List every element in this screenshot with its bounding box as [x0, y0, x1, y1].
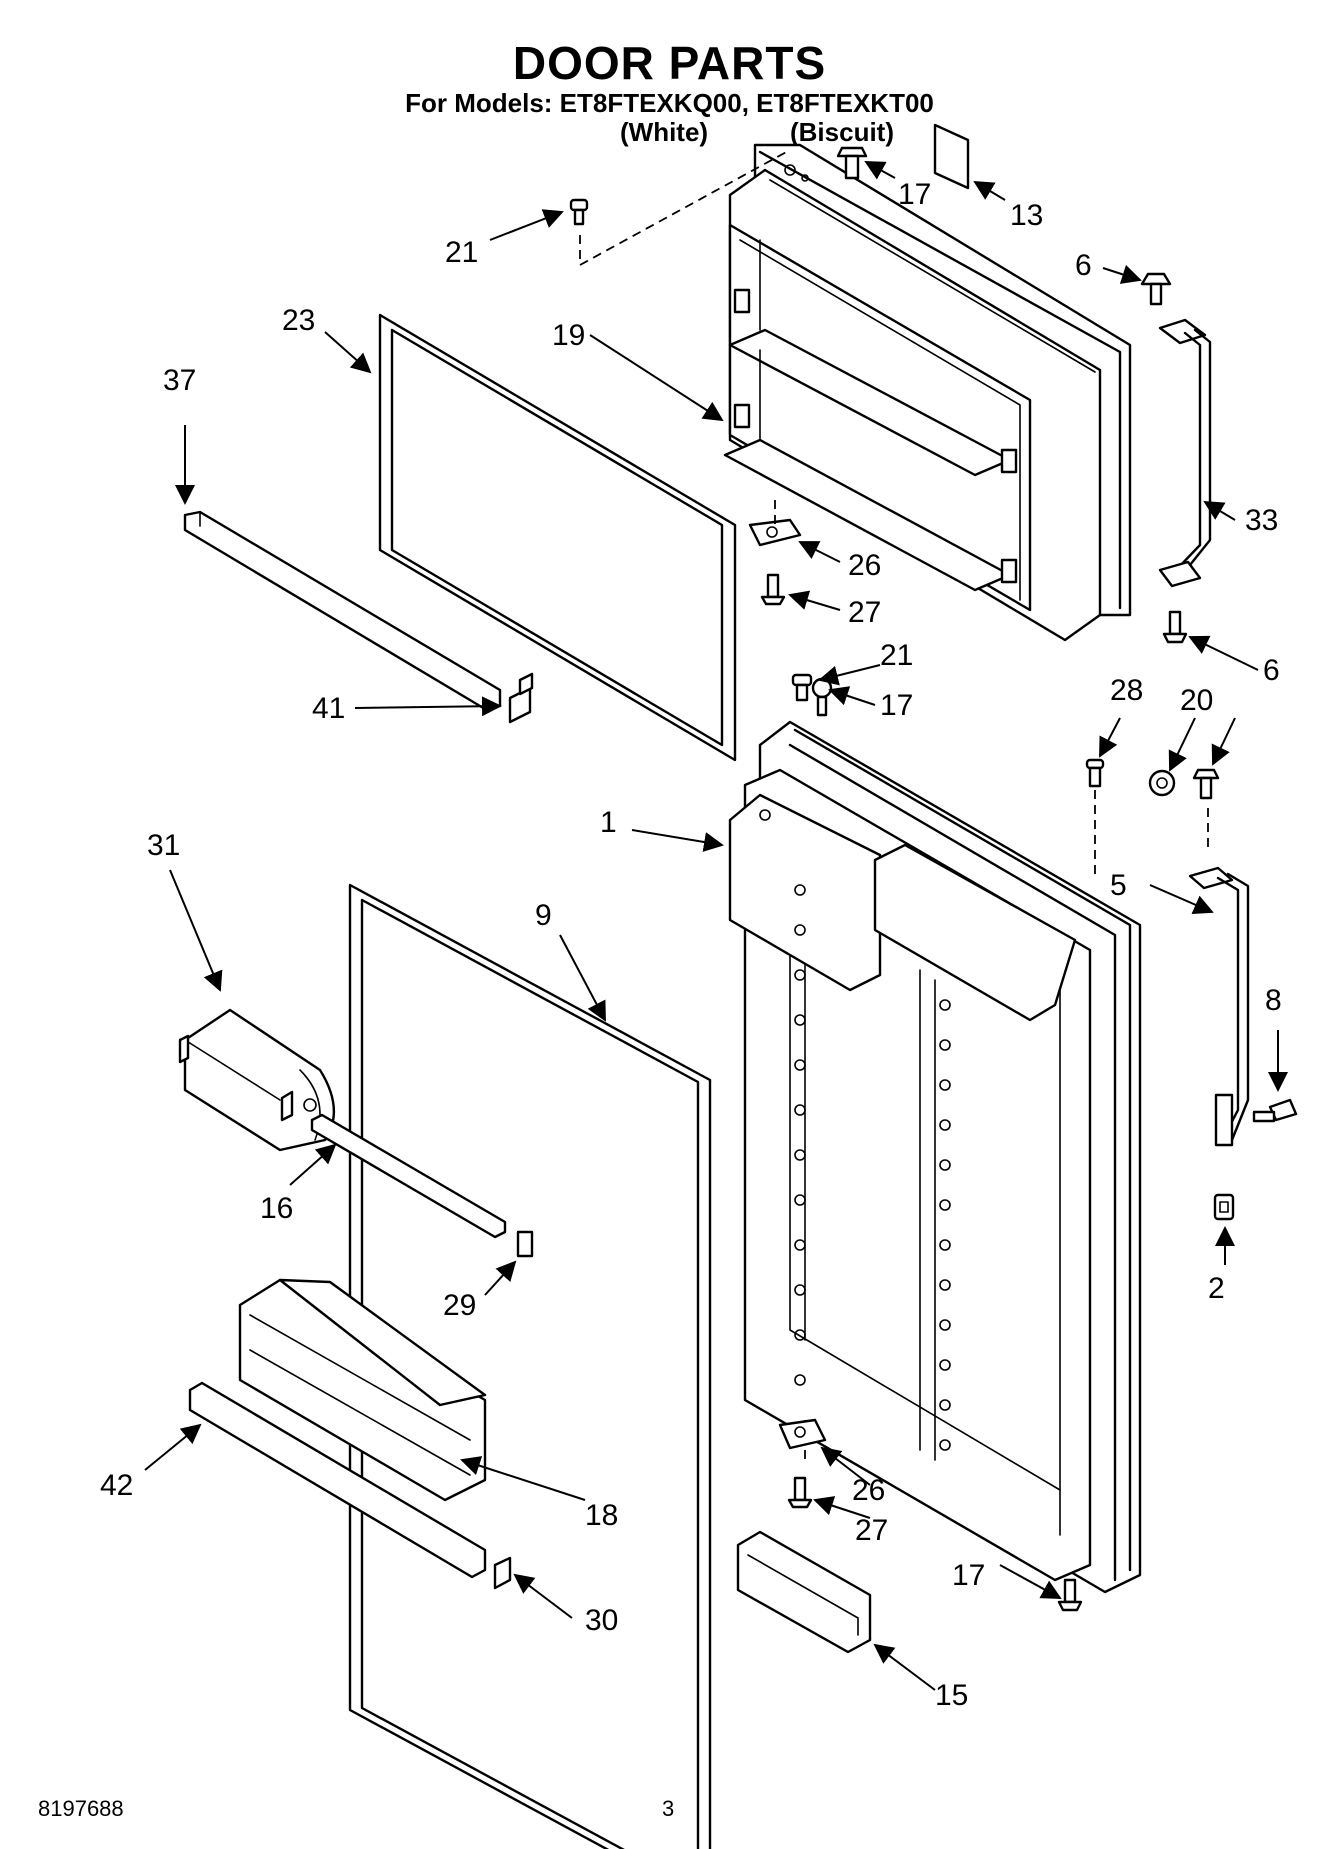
- callout-37: 37: [163, 364, 196, 397]
- clip-30: [493, 1556, 512, 1590]
- models-line: For Models: ET8FTEXKQ00, ET8FTEXKT00: [405, 88, 934, 118]
- callout-23: 23: [282, 304, 315, 337]
- screw-6-top: [1140, 272, 1172, 306]
- callout-21-upper: 21: [445, 236, 478, 269]
- callout-6-bottom: 6: [1263, 654, 1280, 687]
- callout-13: 13: [1010, 199, 1043, 232]
- callout-5: 5: [1110, 869, 1127, 902]
- callout-27-lower: 27: [855, 1514, 888, 1547]
- variant-white: (White): [620, 117, 709, 147]
- callout-27-upper: 27: [848, 596, 881, 629]
- callout-19: 19: [552, 319, 585, 352]
- callout-20: 20: [1180, 684, 1213, 717]
- screw-27-upper: [760, 573, 786, 606]
- callout-9: 9: [535, 899, 552, 932]
- callout-30: 30: [585, 1604, 618, 1637]
- door-shelf-pegs: [794, 884, 951, 1451]
- freezer-door-19: [723, 143, 1132, 642]
- document-number: 8197688: [38, 1796, 124, 1821]
- freezer-handle-33: [1158, 318, 1212, 588]
- callout-6-top: 6: [1075, 249, 1092, 282]
- clip-2: [1213, 1193, 1235, 1221]
- callout-16: 16: [260, 1192, 293, 1225]
- screw-17-upper: [836, 146, 868, 180]
- callout-15: 15: [935, 1679, 968, 1712]
- callout-26-lower: 26: [852, 1474, 885, 1507]
- leader-lines: [144, 161, 1288, 1691]
- trim-42: [188, 1381, 487, 1579]
- clip-29: [516, 1230, 534, 1258]
- fresh-food-door-1: [728, 720, 1142, 1594]
- callout-2: 2: [1208, 1272, 1225, 1305]
- part-20: [1148, 769, 1176, 797]
- door-bin-18: [238, 1278, 487, 1502]
- callout-28: 28: [1110, 674, 1143, 707]
- plug-21-lower: [791, 673, 813, 702]
- screw-6-bottom: [1162, 610, 1188, 644]
- cover-15: [736, 1530, 872, 1654]
- freezer-hinge-line: [579, 149, 791, 266]
- label-13: [933, 123, 970, 190]
- rail-clip-41: [508, 672, 534, 724]
- callout-26-upper: 26: [848, 549, 881, 582]
- variant-biscuit: (Biscuit): [790, 117, 894, 147]
- callout-41: 41: [312, 692, 345, 725]
- hinge-26-lower: [778, 1418, 827, 1450]
- fresh-handle-5: [1188, 866, 1250, 1147]
- screw-8: [1252, 1098, 1298, 1123]
- freezer-gasket-23: [378, 313, 737, 762]
- callout-8: 8: [1265, 984, 1282, 1017]
- callout-33: 33: [1245, 504, 1278, 537]
- callout-17-upper: 17: [898, 178, 931, 211]
- callout-1: 1: [600, 806, 617, 839]
- screw-17-mid: [811, 677, 833, 717]
- callout-21-lower: 21: [880, 639, 913, 672]
- callout-31: 31: [147, 829, 180, 862]
- page-title: DOOR PARTS: [512, 37, 827, 89]
- callout-29: 29: [443, 1289, 476, 1322]
- screw-17-bottom: [1057, 1578, 1083, 1612]
- callout-17-mid: 17: [880, 689, 913, 722]
- callout-42: 42: [100, 1469, 133, 1502]
- plug-21-upper: [569, 198, 589, 226]
- screw-6-mid: [1192, 768, 1220, 800]
- plug-28: [1085, 758, 1105, 788]
- hinge-26-upper: [748, 518, 802, 547]
- callout-17-bottom: 17: [952, 1559, 985, 1592]
- freezer-rail-37: [183, 510, 502, 711]
- screw-27-lower: [787, 1476, 813, 1509]
- callout-18: 18: [585, 1499, 618, 1532]
- page-number: 3: [662, 1796, 675, 1821]
- dairy-door-31: [178, 1008, 336, 1152]
- trim-16: [310, 1113, 507, 1239]
